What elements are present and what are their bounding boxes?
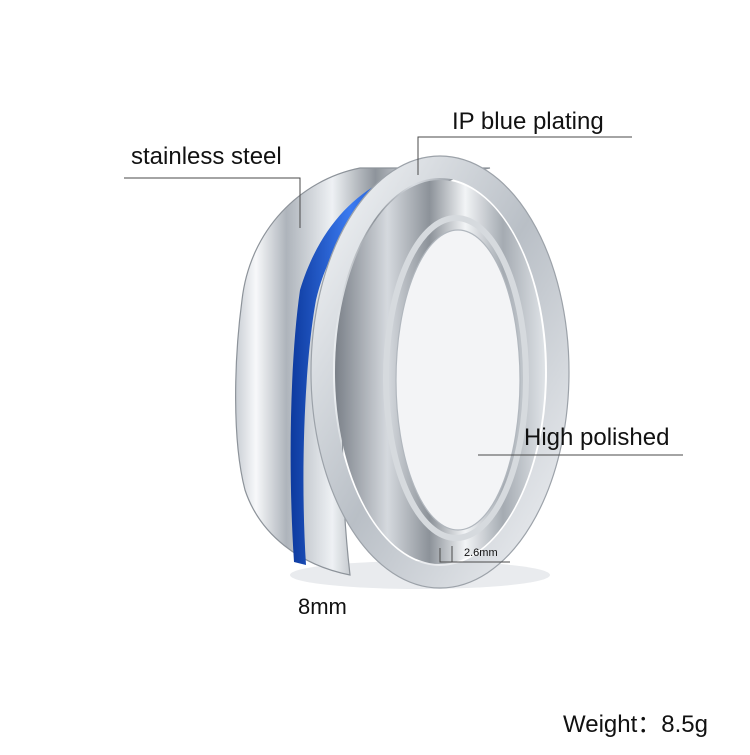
ring-rim <box>311 156 569 588</box>
label-stainless-steel: stainless steel <box>131 143 282 170</box>
leader-lines <box>124 136 683 563</box>
label-high-polished: High polished <box>524 424 670 451</box>
blue-groove <box>290 175 410 565</box>
leader-thickness <box>439 548 510 563</box>
leader-stainless-steel <box>124 177 301 228</box>
label-thickness: 2.6mm <box>464 547 498 559</box>
label-weight: Weight：8.5g <box>563 711 708 738</box>
leader-ip-blue-plating <box>417 136 632 175</box>
ring-inner-hole <box>395 229 521 531</box>
label-width: 8mm <box>298 594 347 619</box>
label-ip-blue-plating: IP blue plating <box>452 108 604 135</box>
